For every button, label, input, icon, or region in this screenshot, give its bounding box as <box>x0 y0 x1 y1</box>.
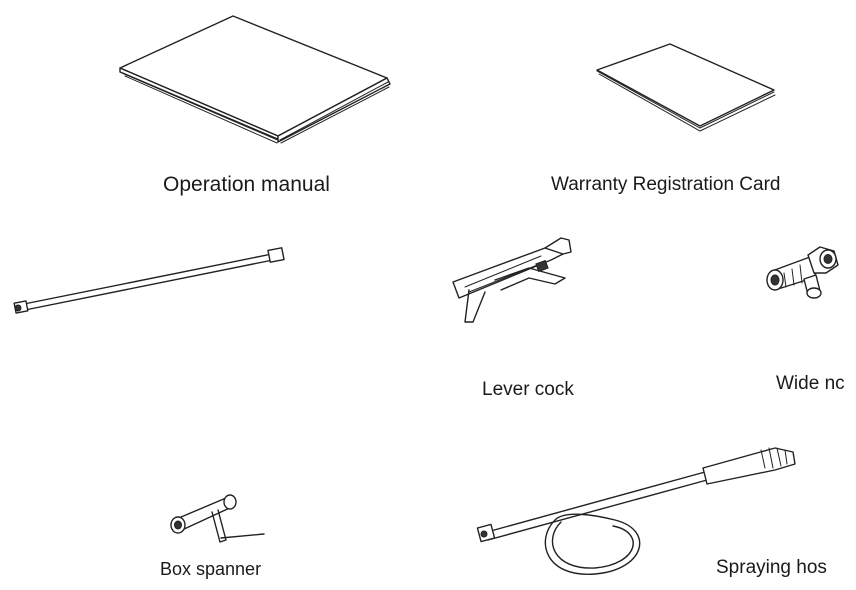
spray-lance-illustration <box>13 247 285 314</box>
warranty-card-label: Warranty Registration Card <box>551 174 781 195</box>
box-spanner-label: Box spanner <box>160 559 262 579</box>
wide-nozzle-illustration <box>766 246 839 299</box>
operation-manual-label: Operation manual <box>163 173 330 196</box>
box-spanner-illustration <box>170 494 265 543</box>
lever-cock-label: Lever cock <box>482 379 574 400</box>
spraying-hose-illustration <box>476 447 796 575</box>
wide-nozzle-label: Wide nc <box>776 373 845 394</box>
warranty-card-illustration <box>596 43 776 132</box>
spraying-hose-label: Spraying hos <box>716 557 827 578</box>
operation-manual-illustration <box>119 15 391 144</box>
lever-cock-illustration <box>452 237 572 323</box>
